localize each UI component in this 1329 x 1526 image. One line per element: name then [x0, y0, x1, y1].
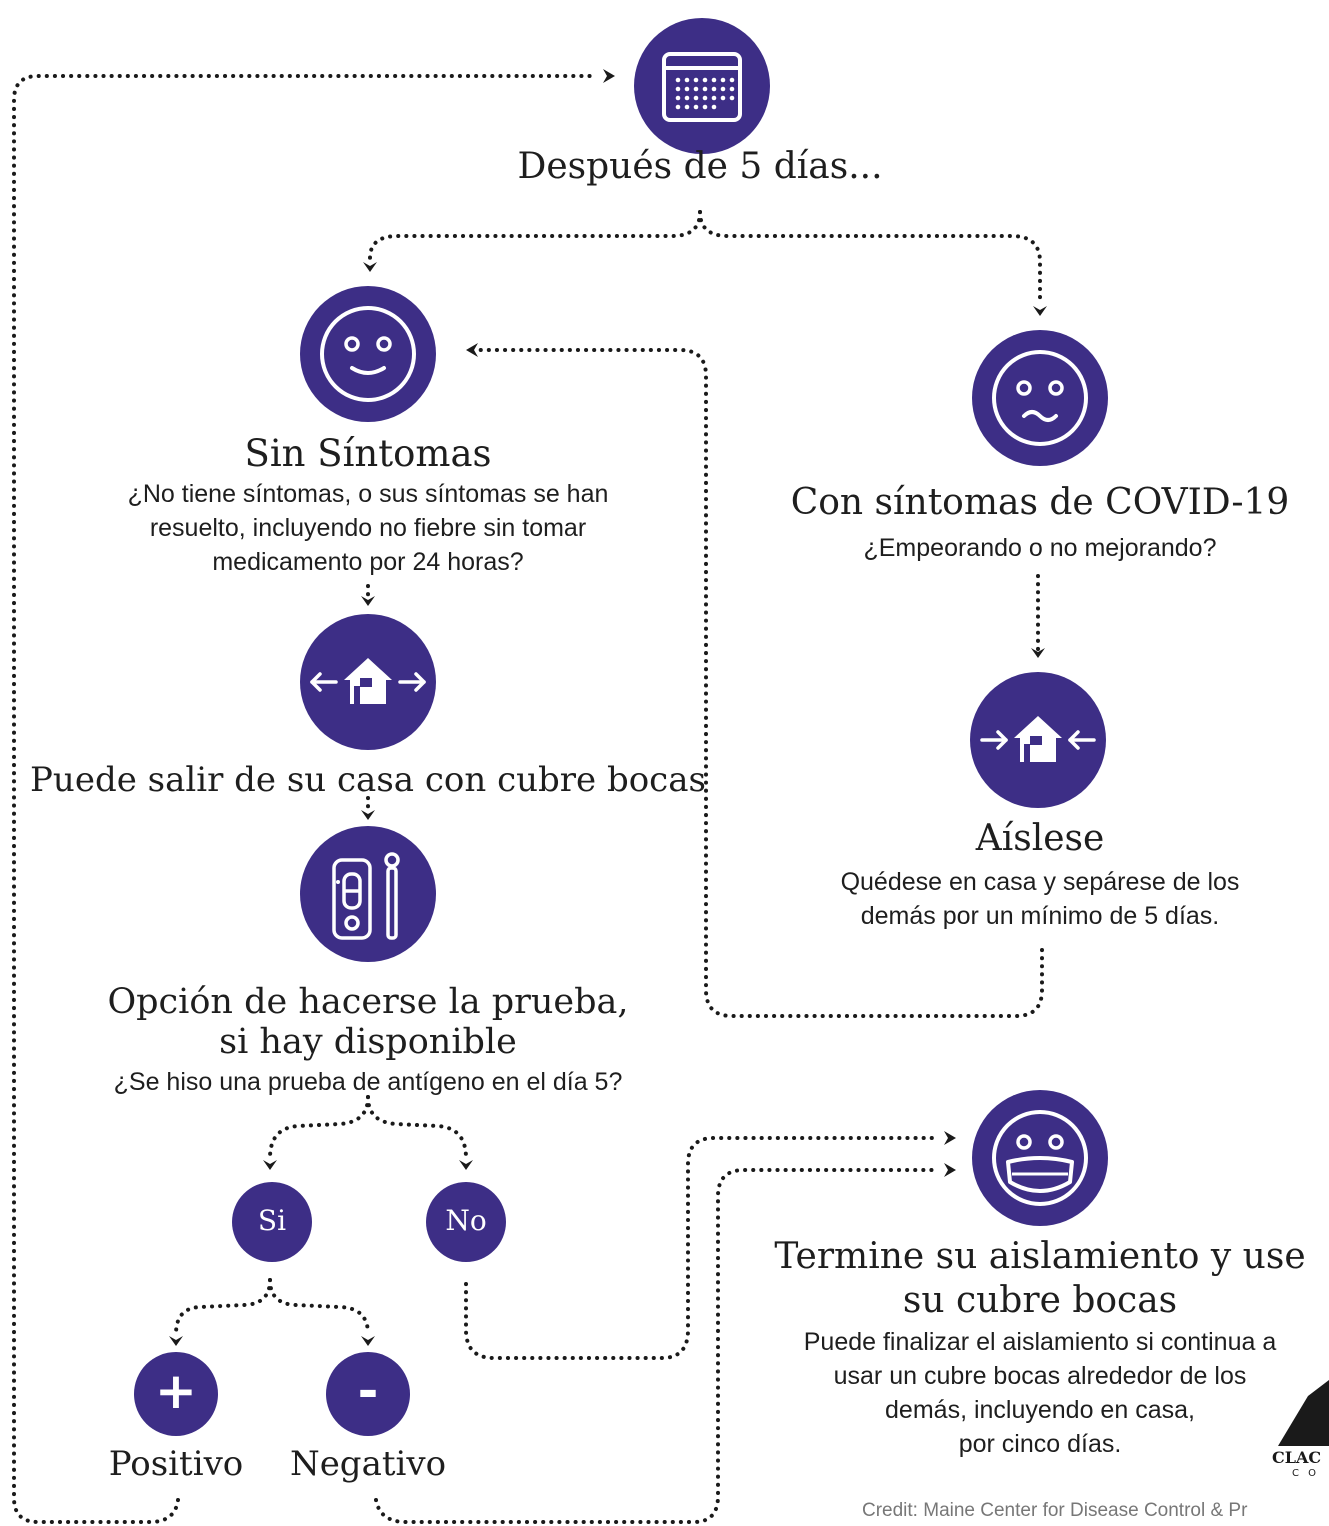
house-arrows-out-icon — [310, 658, 426, 704]
end-isolation-title-2: su cubre bocas — [902, 1280, 1178, 1321]
test-kit-swab-icon — [332, 852, 400, 940]
connector-yes-split-right — [268, 1278, 370, 1336]
negative-node: - — [326, 1352, 410, 1436]
no-node: No — [426, 1182, 506, 1262]
connector-yes-split-left — [174, 1278, 272, 1336]
worried-face-icon — [992, 350, 1088, 446]
county-logo — [1278, 1380, 1329, 1446]
connector-start-split-right — [698, 210, 1042, 306]
end-isolation-desc-4: por cinco días. — [958, 1430, 1122, 1458]
test-title-2: si hay disponible — [219, 1022, 517, 1062]
house-arrows-in-icon — [980, 716, 1096, 762]
negative-label: Negativo — [289, 1444, 447, 1484]
arrowhead-to-symptoms — [1033, 306, 1047, 316]
test-desc: ¿Se hiso una prueba de antígeno en el dí… — [113, 1068, 623, 1096]
arrowhead-to-no — [459, 1160, 473, 1170]
arrowheads — [169, 69, 1047, 1346]
arrowhead-to-negative — [361, 1336, 375, 1346]
arrowhead-negative-to-end — [944, 1163, 956, 1177]
masked-face-icon — [992, 1110, 1088, 1206]
isolate-title: Aíslese — [975, 818, 1105, 859]
yes-node: Si — [232, 1182, 312, 1262]
symptoms-desc: ¿Empeorando o no mejorando? — [863, 534, 1217, 562]
logo-subtext: C O — [1292, 1468, 1320, 1479]
arrowhead-to-no-symptoms — [466, 343, 478, 357]
isolate-desc-1: Quédese en casa y sepárese de los — [840, 868, 1240, 896]
arrowhead-to-symptoms-split-left — [363, 262, 377, 272]
test-title-1: Opción de hacerse la prueba, — [107, 982, 629, 1022]
smiley-face-icon — [320, 306, 416, 402]
arrowhead-to-yes — [263, 1160, 277, 1170]
positive-node: + — [134, 1352, 218, 1436]
arrowhead-to-start — [603, 69, 615, 83]
connector-test-split-left — [268, 1095, 370, 1160]
isolate-desc-2: demás por un mínimo de 5 días. — [860, 902, 1220, 930]
calendar-icon — [662, 52, 742, 122]
credit-text: Credit: Maine Center for Disease Control… — [862, 1500, 1248, 1521]
positive-label: Positivo — [108, 1444, 244, 1484]
no-symptoms-desc-2: resuelto, incluyendo no fiebre sin tomar — [149, 514, 587, 542]
test-node — [300, 826, 436, 962]
end-isolation-node — [972, 1090, 1108, 1226]
connector-isolate-to-no-symptoms — [472, 348, 1044, 1018]
symptoms-node — [972, 330, 1108, 466]
leave-home-title: Puede salir de su casa con cubre bocas — [30, 760, 706, 800]
isolate-node — [970, 672, 1106, 808]
end-isolation-desc-3: demás, incluyendo en casa, — [885, 1396, 1195, 1424]
yes-label: Si — [257, 1204, 287, 1237]
arrowhead-to-positive — [169, 1336, 183, 1346]
calendar-node — [634, 18, 770, 154]
minus-icon: - — [357, 1362, 379, 1420]
no-symptoms-node — [300, 286, 436, 422]
connector-no-to-end — [464, 1136, 940, 1360]
leave-home-node — [300, 614, 436, 750]
no-label: No — [445, 1204, 487, 1237]
start-title: Después de 5 días... — [517, 146, 883, 187]
no-symptoms-title: Sin Síntomas — [244, 432, 492, 475]
arrowhead-no-to-end — [944, 1131, 956, 1145]
logo-text: CLAC — [1272, 1448, 1322, 1467]
arrowhead-to-test — [361, 810, 375, 820]
arrowhead-to-leave — [361, 596, 375, 606]
arrowhead-to-isolate — [1031, 648, 1045, 658]
end-isolation-title-1: Termine su aislamiento y use — [774, 1236, 1306, 1277]
plus-icon: + — [155, 1362, 197, 1420]
no-symptoms-desc-3: medicamento por 24 horas? — [212, 548, 524, 576]
connector-start-split-left — [368, 210, 702, 260]
connector-test-split-right — [366, 1095, 468, 1160]
end-isolation-desc-1: Puede finalizar el aislamiento si contin… — [803, 1328, 1277, 1356]
symptoms-title: Con síntomas de COVID-19 — [790, 482, 1290, 523]
end-isolation-desc-2: usar un cubre bocas alrededor de los — [833, 1362, 1247, 1390]
no-symptoms-desc-1: ¿No tiene síntomas, o sus síntomas se ha… — [127, 480, 609, 508]
